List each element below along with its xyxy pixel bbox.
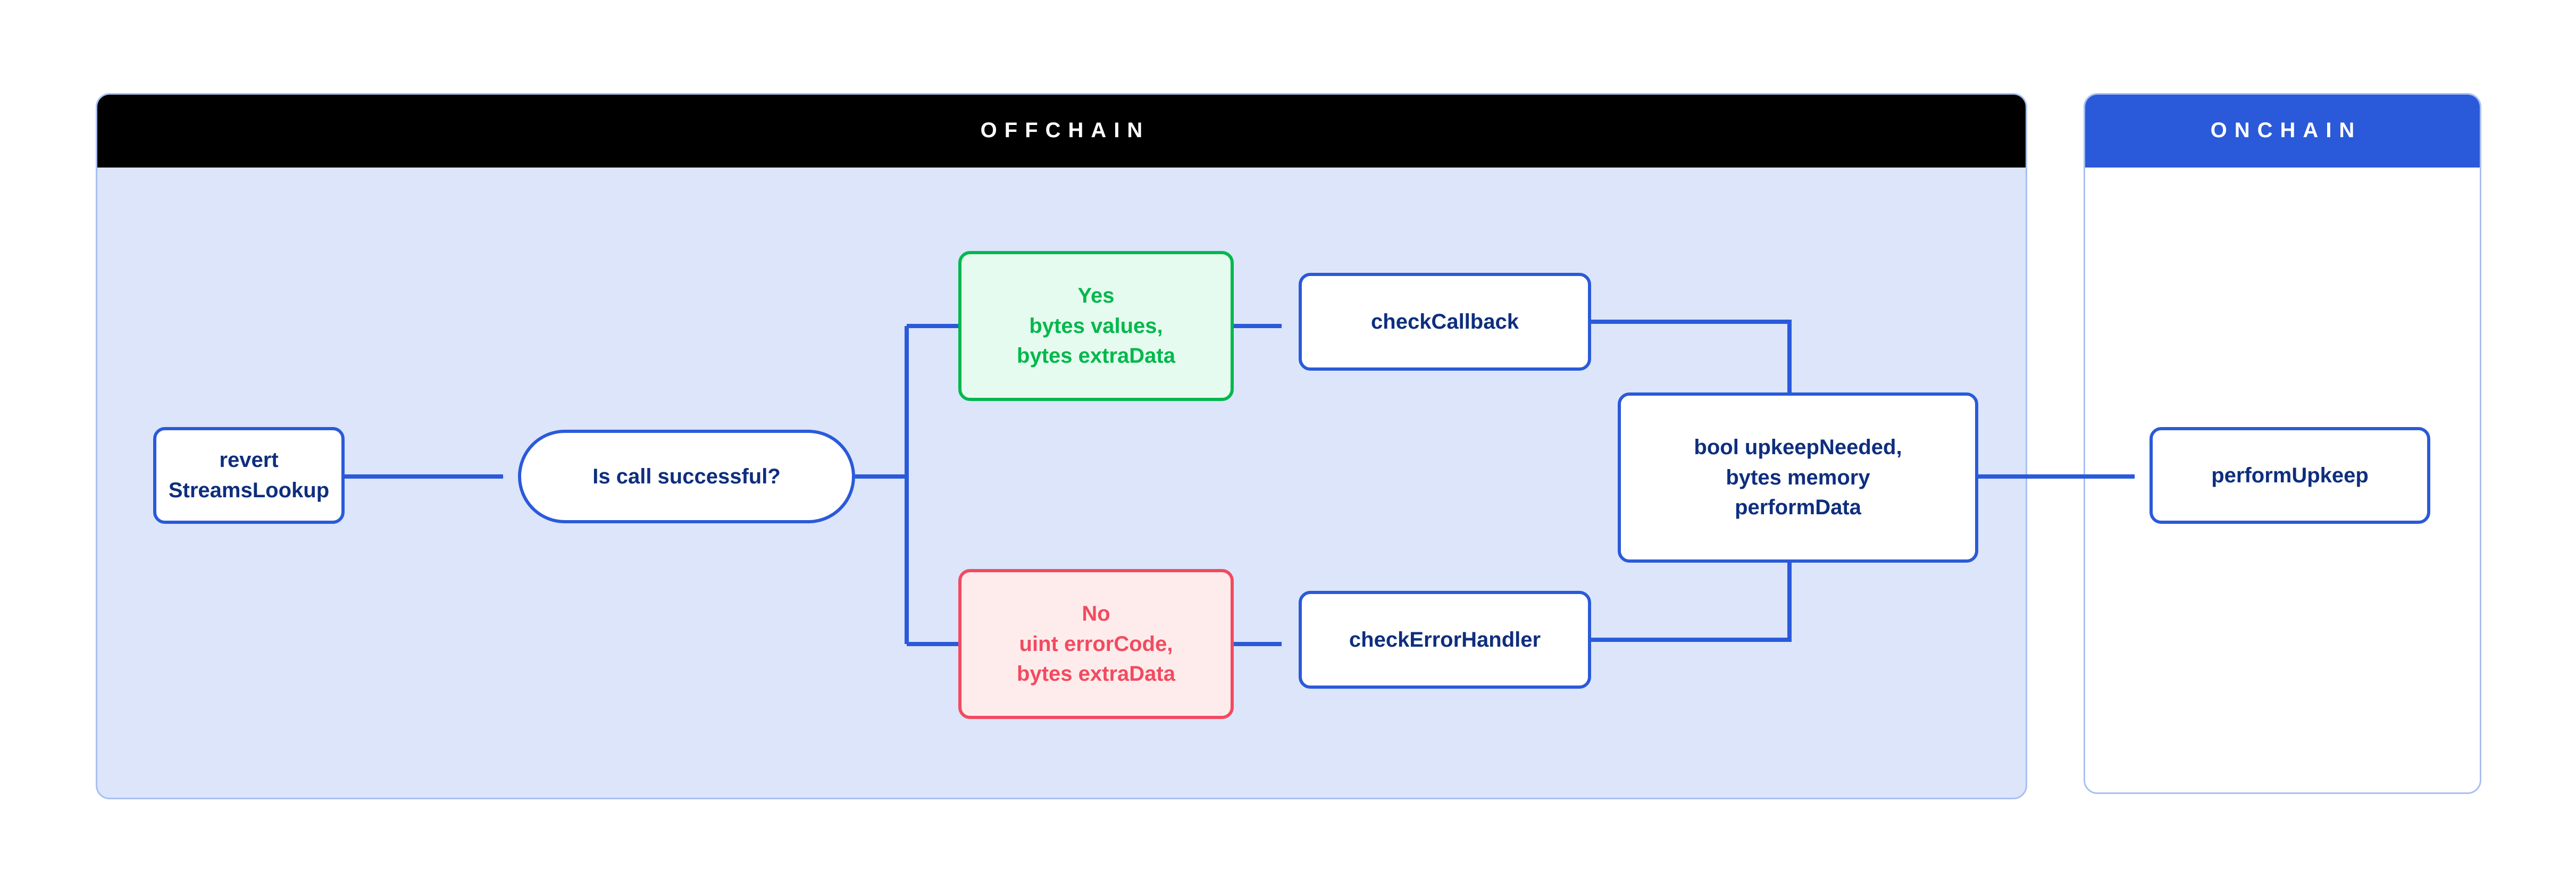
node-yes-branch[interactable]: Yes bytes values, bytes extraData [958,251,1234,401]
node-perform-upkeep[interactable]: performUpkeep [2150,427,2430,524]
panel-offchain-header: OFFCHAIN [97,95,2026,168]
panel-onchain-header: ONCHAIN [2085,95,2480,168]
node-is-call-successful[interactable]: Is call successful? [518,430,855,523]
node-check-callback[interactable]: checkCallback [1299,273,1591,371]
node-revert-streamslookup[interactable]: revert StreamsLookup [153,427,345,524]
panel-offchain-title: OFFCHAIN [980,119,1150,142]
panel-onchain-title: ONCHAIN [2210,119,2362,142]
node-no-branch[interactable]: No uint errorCode, bytes extraData [958,569,1234,719]
node-upkeep-needed[interactable]: bool upkeepNeeded, bytes memory performD… [1618,392,1978,563]
node-check-error-handler[interactable]: checkErrorHandler [1299,591,1591,689]
